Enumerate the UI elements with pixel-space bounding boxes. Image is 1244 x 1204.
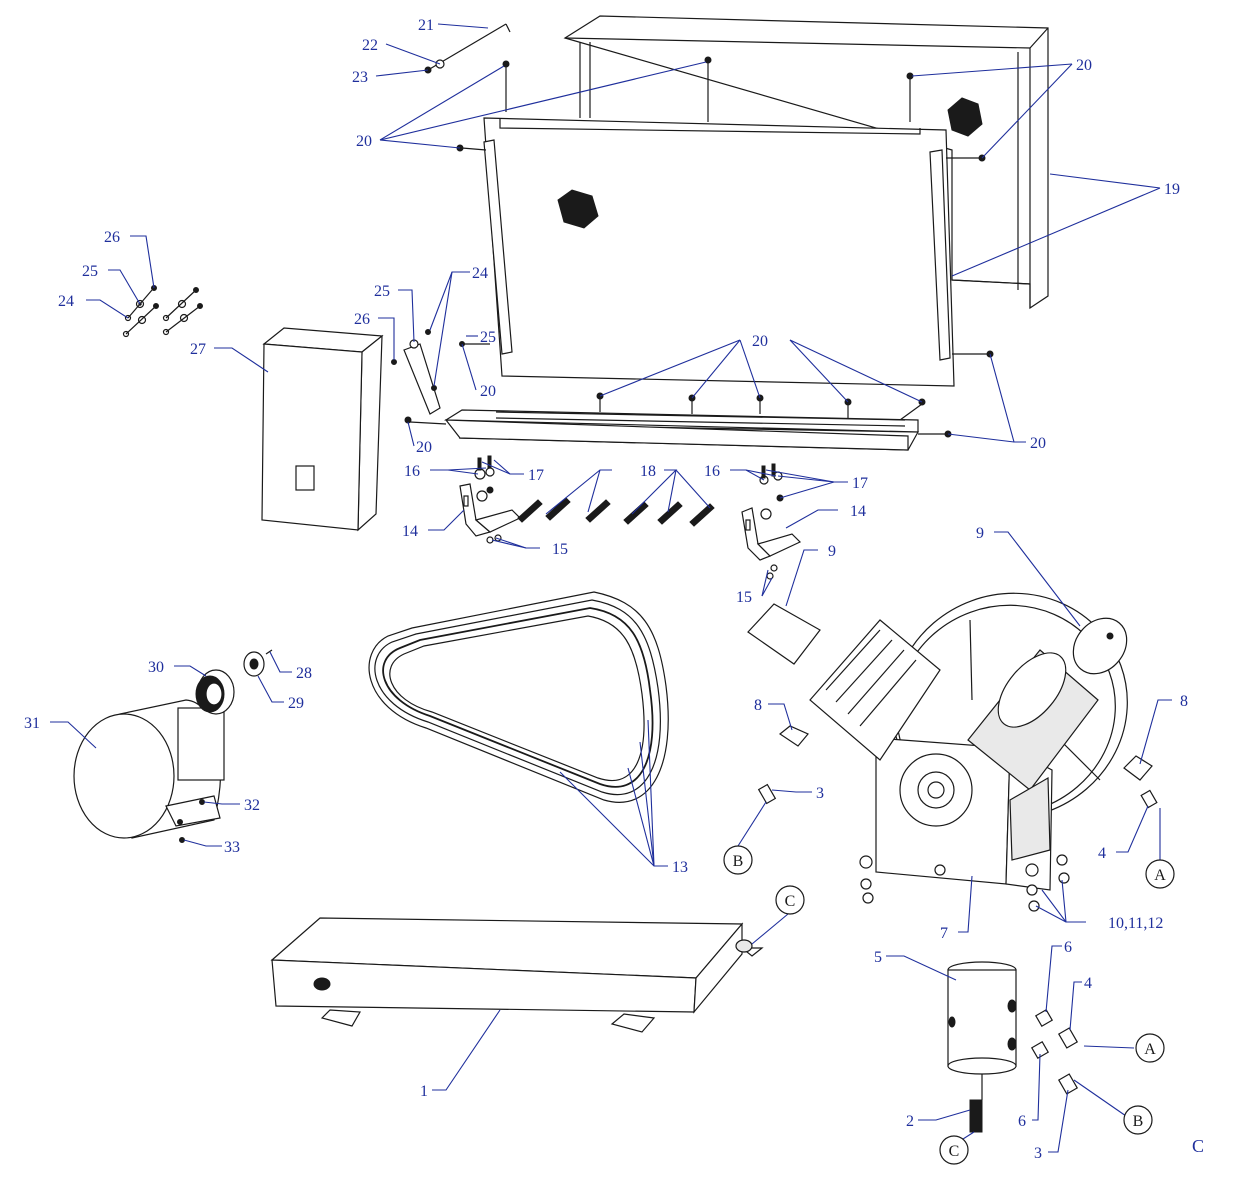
callout-6: 6 (1018, 1113, 1026, 1130)
callout-28: 28 (296, 665, 312, 682)
callout-7: 7 (940, 925, 948, 942)
callout-19: 19 (1164, 181, 1180, 198)
callout-16: 16 (404, 463, 420, 480)
corner-mark: C (1192, 1136, 1204, 1156)
callout-15: 15 (736, 589, 752, 606)
callout-30: 30 (148, 659, 164, 676)
callout-5: 5 (874, 949, 882, 966)
callout-15: 15 (552, 541, 568, 558)
rod-hardware-21-23 (424, 23, 511, 74)
callout-14: 14 (850, 503, 866, 520)
callout-14: 14 (402, 523, 418, 540)
callout-10-11-12: 10,11,12 (1108, 915, 1163, 932)
connector-a: A (1144, 1041, 1156, 1058)
callout-23: 23 (352, 69, 368, 86)
rubber-pads-18 (517, 497, 715, 527)
control-box (261, 327, 384, 532)
callout-1: 1 (420, 1083, 428, 1100)
callout-20: 20 (1076, 57, 1092, 74)
base-frame (270, 917, 764, 1033)
mount-bracket-right (741, 463, 802, 580)
callout-9: 9 (828, 543, 836, 560)
callout-labels: 21 22 23 20 20 19 20 20 20 20 26 25 24 2… (24, 17, 1188, 1162)
belt-guard-bottom-tray (443, 409, 920, 451)
connector-a: A (1154, 867, 1166, 884)
callout-29: 29 (288, 695, 304, 712)
callout-22: 22 (362, 37, 378, 54)
separator-tank (947, 961, 1079, 1133)
belt-guard-back-panel (563, 15, 1049, 310)
callout-3: 3 (1034, 1145, 1042, 1162)
callout-17: 17 (528, 467, 544, 484)
callout-6: 6 (1064, 939, 1072, 956)
callout-31: 31 (24, 715, 40, 732)
guard-bracket (391, 329, 490, 415)
callout-3: 3 (816, 785, 824, 802)
v-belt-set (368, 591, 669, 803)
leader-lines (50, 23, 1172, 1153)
connector-b: B (1133, 1113, 1144, 1130)
callout-20: 20 (1030, 435, 1046, 452)
hardware-set-24-26 (122, 285, 203, 338)
callout-24: 24 (472, 265, 488, 282)
vent-mesh-back (947, 97, 983, 137)
callout-33: 33 (224, 839, 240, 856)
callout-24: 24 (58, 293, 74, 310)
motor-pulley (195, 649, 273, 715)
callout-13: 13 (672, 859, 688, 876)
callout-20: 20 (356, 133, 372, 150)
callout-16: 16 (704, 463, 720, 480)
callout-21: 21 (418, 17, 434, 34)
callout-4: 4 (1084, 975, 1092, 992)
callout-25: 25 (374, 283, 390, 300)
callout-20: 20 (480, 383, 496, 400)
callout-9: 9 (976, 525, 984, 542)
callout-18: 18 (640, 463, 656, 480)
callout-2: 2 (906, 1113, 914, 1130)
callout-20: 20 (752, 333, 768, 350)
callout-32: 32 (244, 797, 260, 814)
callout-25: 25 (480, 329, 496, 346)
callout-26: 26 (104, 229, 120, 246)
connector-c: C (785, 893, 796, 910)
connector-c: C (949, 1143, 960, 1160)
callout-17: 17 (852, 475, 868, 492)
callout-20: 20 (416, 439, 432, 456)
compressor-pump (747, 592, 1158, 912)
callout-8: 8 (1180, 693, 1188, 710)
callout-26: 26 (354, 311, 370, 328)
belt-guard-front-panel (483, 117, 955, 387)
callout-25: 25 (82, 263, 98, 280)
callout-8: 8 (754, 697, 762, 714)
connector-markers: A A B B C C (723, 845, 1175, 1165)
vent-mesh-front (557, 189, 599, 229)
connector-b: B (733, 853, 744, 870)
electric-motor (73, 699, 225, 843)
callout-4: 4 (1098, 845, 1106, 862)
callout-27: 27 (190, 341, 206, 358)
